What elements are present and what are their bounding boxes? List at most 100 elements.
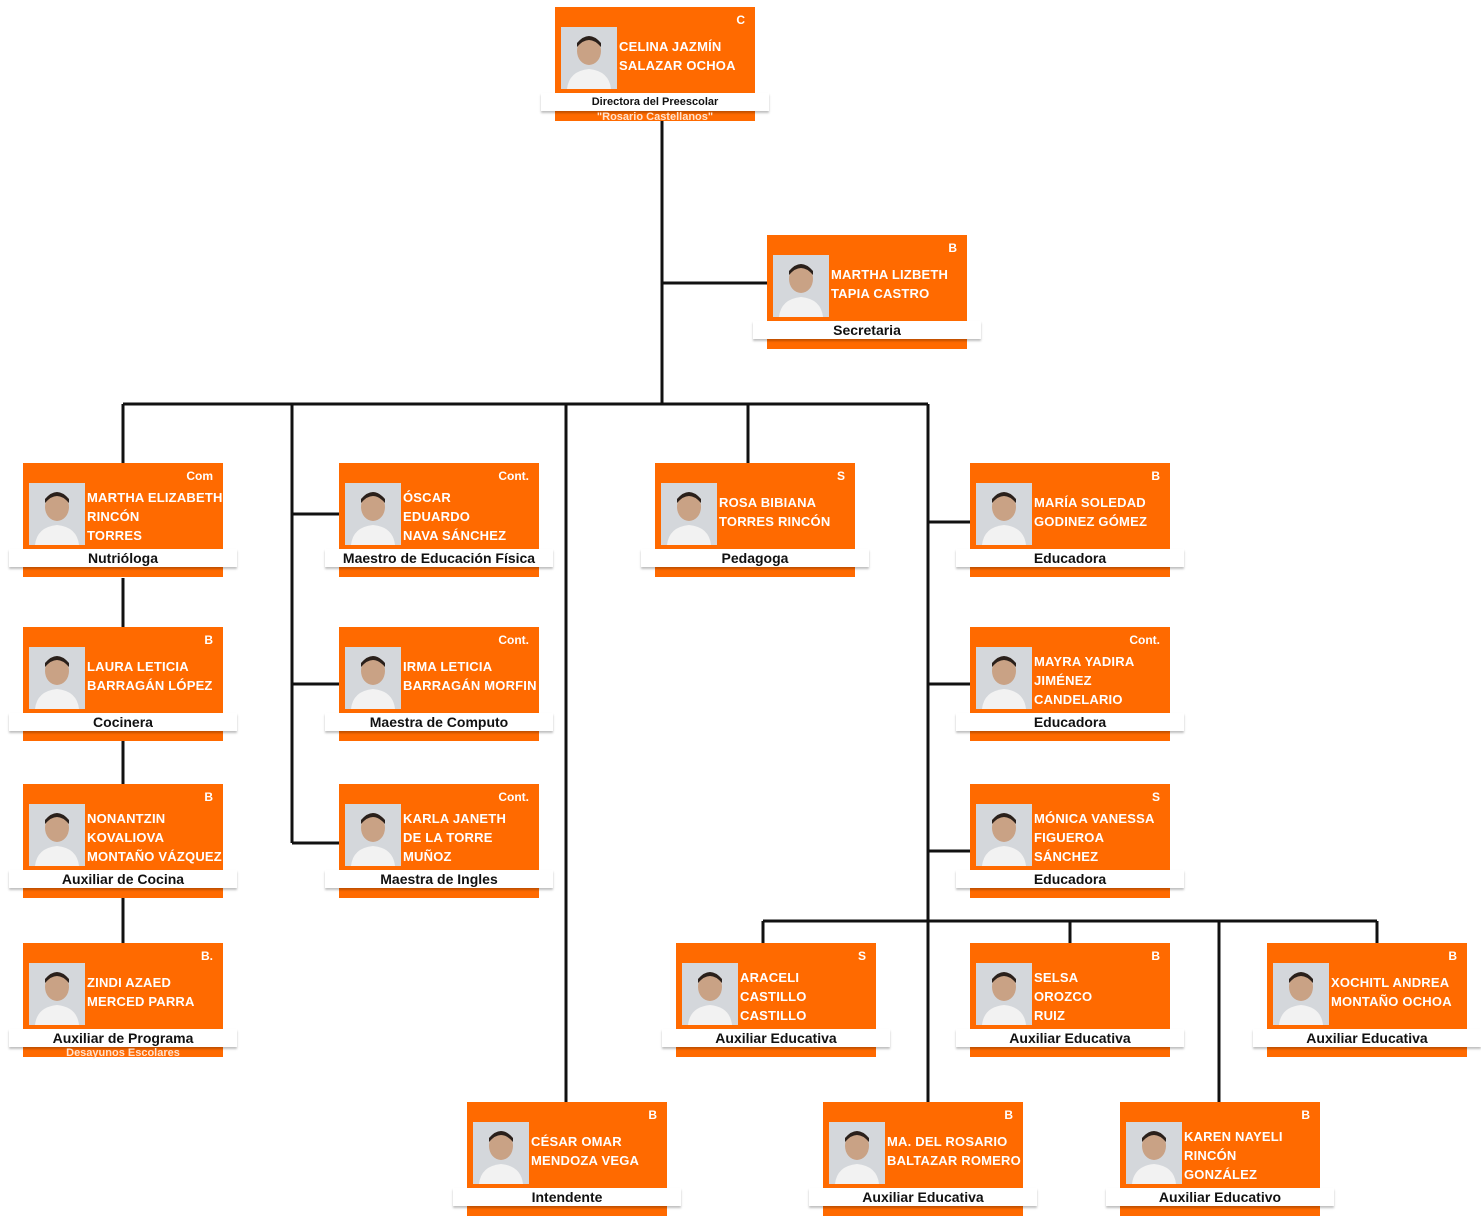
card-footer xyxy=(970,888,1170,898)
employee-photo xyxy=(976,483,1032,545)
employee-photo xyxy=(345,647,401,709)
employee-name-line: DE LA TORRE xyxy=(403,830,493,845)
card-footer xyxy=(676,1047,876,1057)
employee-card-ed-fisica: Cont. ÓSCAR EDUARDO NAVA SÁNCHEZ Maestro de … xyxy=(325,463,553,577)
employee-name-line: CASTILLO xyxy=(740,989,807,1004)
employee-name-line: ÓSCAR xyxy=(403,490,451,505)
card-footer xyxy=(970,567,1170,577)
employee-name-line: GONZÁLEZ xyxy=(1184,1167,1258,1182)
category-code: B xyxy=(204,633,213,647)
employee-name-line: BARRAGÁN MORFIN xyxy=(403,678,537,693)
employee-photo xyxy=(1273,963,1329,1025)
employee-name-line: NAVA SÁNCHEZ xyxy=(403,528,507,543)
job-title: Educadora xyxy=(956,549,1184,567)
category-code: Cont. xyxy=(1129,633,1160,647)
employee-name: ÓSCAR EDUARDO NAVA SÁNCHEZ xyxy=(403,488,537,545)
employee-photo xyxy=(473,1122,529,1184)
category-code: S xyxy=(857,949,866,963)
job-title: Maestra de Ingles xyxy=(325,870,553,888)
employee-photo xyxy=(661,483,717,545)
card-footer xyxy=(655,567,855,577)
employee-name-line: OROZCO xyxy=(1034,989,1093,1004)
employee-name-line: XOCHITL ANDREA xyxy=(1331,975,1450,990)
category-code: B xyxy=(1301,1108,1310,1122)
job-title: Auxiliar de Cocina xyxy=(9,870,237,888)
card-footer xyxy=(823,1206,1023,1216)
job-title-subtitle: Desayunos Escolares xyxy=(66,1047,180,1059)
employee-photo xyxy=(1126,1122,1182,1184)
employee-name-line: RINCÓN xyxy=(1184,1148,1237,1163)
employee-photo xyxy=(29,483,85,545)
card-footer xyxy=(339,888,539,898)
card-footer xyxy=(767,339,967,349)
employee-name-line: CANDELARIO xyxy=(1034,692,1123,707)
category-code: Com xyxy=(186,469,213,483)
employee-photo xyxy=(829,1122,885,1184)
category-code: Cont. xyxy=(498,469,529,483)
job-title: Auxiliar Educativa xyxy=(1253,1029,1481,1047)
category-code: S xyxy=(836,469,845,483)
employee-name-line: CELINA JAZMÍN xyxy=(619,39,722,54)
card-footer xyxy=(970,731,1170,741)
employee-name: CELINA JAZMÍN SALAZAR OCHOA xyxy=(619,37,753,75)
job-title: Maestro de Educación Física xyxy=(325,549,553,567)
job-title: Educadora xyxy=(956,713,1184,731)
card-footer xyxy=(555,111,755,121)
employee-name-line: MERCED PARRA xyxy=(87,994,195,1009)
employee-photo xyxy=(29,963,85,1025)
employee-name-line: MARÍA SOLEDAD xyxy=(1034,495,1146,510)
job-title: Secretaria xyxy=(753,321,981,339)
employee-photo xyxy=(682,963,738,1025)
employee-name-line: MONTAÑO OCHOA xyxy=(1331,994,1452,1009)
employee-name-line: NONANTZIN xyxy=(87,811,166,826)
employee-name-line: BARRAGÁN LÓPEZ xyxy=(87,678,213,693)
employee-name-line: KARLA JANETH xyxy=(403,811,507,826)
category-code: C xyxy=(736,13,745,27)
card-footer xyxy=(23,567,223,577)
job-title: Pedagoga xyxy=(641,549,869,567)
employee-photo xyxy=(29,647,85,709)
employee-name-line: IRMA LETICIA xyxy=(403,659,493,674)
employee-name-line: KOVALIOVA xyxy=(87,830,165,845)
category-code: B xyxy=(948,241,957,255)
job-title: Auxiliar Educativo xyxy=(1106,1188,1334,1206)
card-footer xyxy=(1267,1047,1467,1057)
employee-name-line: JIMÉNEZ xyxy=(1034,673,1092,688)
card-footer xyxy=(467,1206,667,1216)
employee-name-line: MENDOZA VEGA xyxy=(531,1153,640,1168)
employee-name-line: SALAZAR OCHOA xyxy=(619,58,736,73)
employee-photo xyxy=(976,647,1032,709)
employee-name-line: TAPIA CASTRO xyxy=(831,286,930,301)
category-code: B xyxy=(1151,469,1160,483)
employee-photo xyxy=(561,27,617,89)
employee-name-line: RINCÓN xyxy=(87,509,140,524)
job-title: Auxiliar Educativa xyxy=(809,1188,1037,1206)
employee-name-line: MA. DEL ROSARIO xyxy=(887,1134,1008,1149)
card-footer xyxy=(970,1047,1170,1057)
employee-name-line: EDUARDO xyxy=(403,509,471,524)
job-title-subtitle: "Rosario Castellanos" xyxy=(596,111,714,123)
employee-photo xyxy=(976,804,1032,866)
employee-name-line: FIGUEROA xyxy=(1034,830,1105,845)
